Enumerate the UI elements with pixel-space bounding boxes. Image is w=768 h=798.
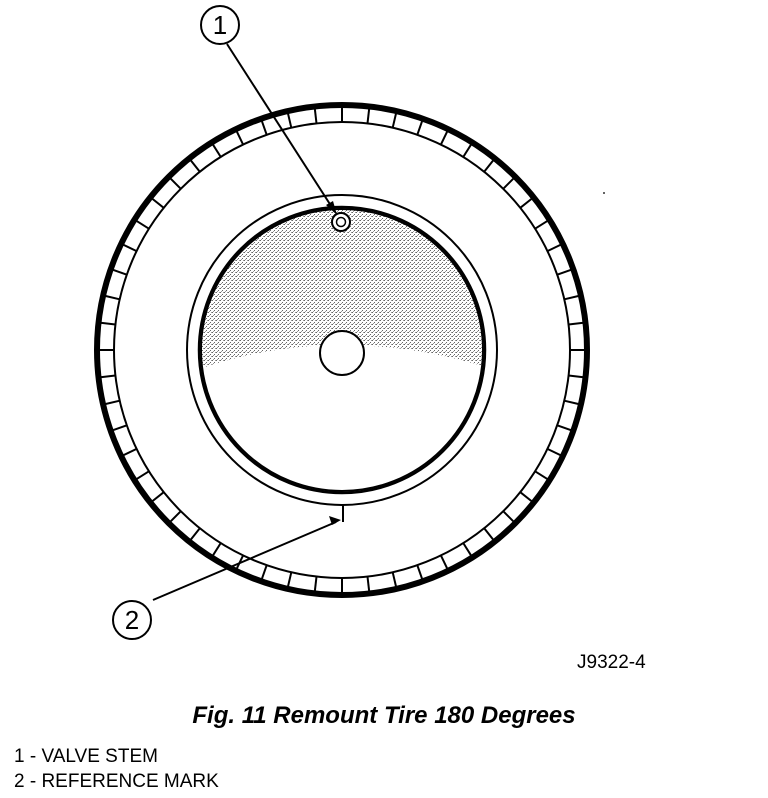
tread-block-divider <box>366 576 371 592</box>
callout-2-number: 2 <box>125 605 139 635</box>
leader-arrow-2 <box>329 516 341 525</box>
tread-block-divider <box>286 572 293 588</box>
tread-block-divider <box>189 527 201 541</box>
tread-block-divider <box>519 197 533 209</box>
tread-block-divider <box>260 564 268 580</box>
tread-block-divider <box>502 177 515 190</box>
tread-block-divider <box>519 491 533 503</box>
tread-block-divider <box>462 143 473 158</box>
tread-block-divider <box>462 542 473 557</box>
tread-block-divider <box>211 542 222 557</box>
figure-caption: Fig. 11 Remount Tire 180 Degrees <box>192 702 576 729</box>
wheel-shaded-area <box>201 209 483 372</box>
tire-diagram: 1 2 <box>94 5 605 640</box>
tread-block-divider <box>169 177 182 190</box>
tread-block-divider <box>556 268 572 276</box>
tread-block-divider <box>104 399 120 406</box>
tread-block-divider <box>568 374 584 379</box>
tread-block-divider <box>135 470 150 481</box>
leader-arrow-1 <box>326 201 337 215</box>
valve-stem <box>331 212 351 232</box>
leader-line-1 <box>226 43 336 213</box>
tread-block-divider <box>235 130 245 146</box>
wheel-rim-outline <box>200 208 484 492</box>
tread-block-divider <box>483 159 495 173</box>
tread-block-divider <box>169 510 182 523</box>
tread-block-divider <box>416 120 424 136</box>
tread-block-divider <box>556 424 572 432</box>
figure-legend: 1 - VALVE STEM 2 - REFERENCE MARK <box>14 744 219 794</box>
tread-block-divider <box>366 108 371 124</box>
tread-block-divider <box>416 564 424 580</box>
tread-block-divider <box>313 108 318 124</box>
tread-block-divider <box>391 112 398 128</box>
figure-code: J9322-4 <box>577 652 646 673</box>
tread-block-divider <box>260 120 268 136</box>
tread-block-divider <box>112 268 128 276</box>
tread-block-divider <box>502 510 515 523</box>
tread-block-divider <box>439 130 449 146</box>
tread-block-divider <box>122 243 138 253</box>
tread-block-divider <box>391 572 398 588</box>
tread-block-divider <box>135 219 150 230</box>
leader-line-2 <box>152 521 337 601</box>
legend-item-1: 1 - VALVE STEM <box>14 746 158 767</box>
tread-block-divider <box>100 374 116 379</box>
tread-block-divider <box>534 219 549 230</box>
tread-block-divider <box>286 112 293 128</box>
tread-block-divider <box>546 243 562 253</box>
tread-block-divider <box>546 447 562 457</box>
tread-block-divider <box>534 470 549 481</box>
tread-block-divider <box>151 197 165 209</box>
legend-item-2: 2 - REFERENCE MARK <box>14 771 219 792</box>
tread-block-divider <box>122 447 138 457</box>
tread-block-divider <box>313 576 318 592</box>
tread-block-divider <box>104 294 120 301</box>
tread-block-divider <box>564 294 580 301</box>
tread-block-divider <box>483 527 495 541</box>
tread-block-divider <box>564 399 580 406</box>
tread-block-divider <box>439 554 449 570</box>
wheel-hub <box>319 330 365 376</box>
callout-1: 1 <box>200 5 240 45</box>
tread-block-divider <box>568 321 584 326</box>
tread-block-divider <box>189 159 201 173</box>
tread-block-divider <box>100 321 116 326</box>
tread-block-divider <box>151 491 165 503</box>
tread-block-divider <box>112 424 128 432</box>
callout-1-number: 1 <box>213 10 227 40</box>
callout-2: 2 <box>112 600 152 640</box>
tread-block-divider <box>211 143 222 158</box>
